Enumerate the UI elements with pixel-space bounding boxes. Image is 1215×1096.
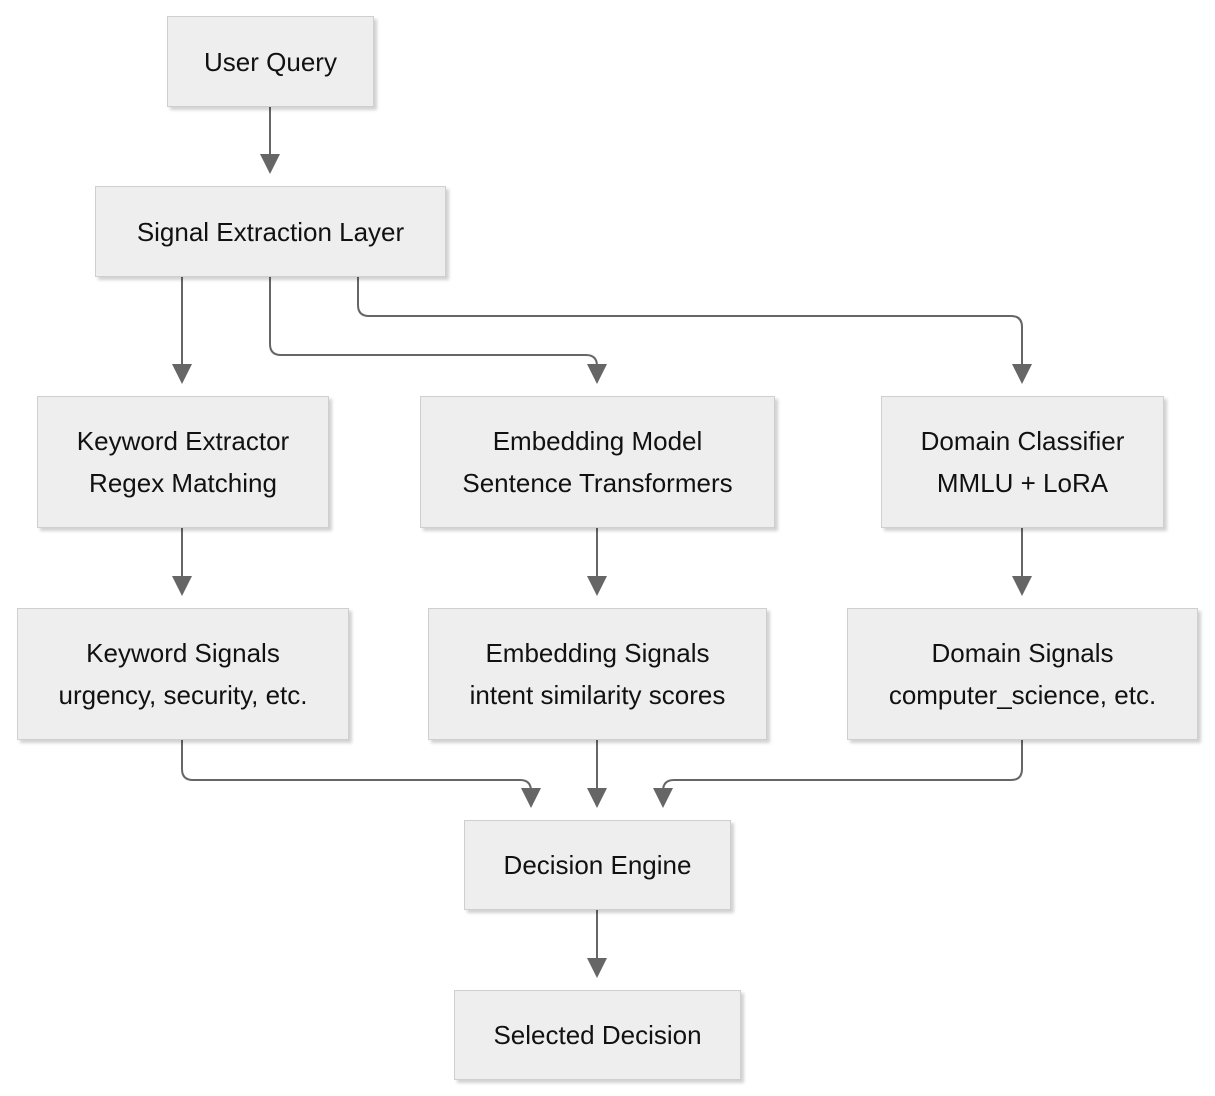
node-domain-classifier-title: Domain Classifier bbox=[920, 426, 1125, 456]
node-keyword-extractor-subtitle: Regex Matching bbox=[89, 468, 277, 498]
node-keyword-extractor: Keyword Extractor Regex Matching bbox=[37, 396, 329, 528]
node-domain-signals: Domain Signals computer_science, etc. bbox=[847, 608, 1198, 740]
node-embedding-model: Embedding Model Sentence Transformers bbox=[420, 396, 775, 528]
node-domain-classifier-subtitle: MMLU + LoRA bbox=[936, 468, 1109, 498]
node-user-query-label: User Query bbox=[204, 46, 337, 77]
edge-domain-signals-to-decision-engine bbox=[653, 740, 1023, 808]
node-keyword-signals-title: Keyword Signals bbox=[86, 638, 280, 668]
node-keyword-signals: Keyword Signals urgency, security, etc. bbox=[17, 608, 349, 740]
edge-signal-extraction-to-domain-classifier bbox=[357, 277, 1032, 384]
edge-keyword-signals-to-decision-engine bbox=[181, 740, 541, 808]
node-decision-engine: Decision Engine bbox=[464, 820, 731, 910]
node-selected-decision-label: Selected Decision bbox=[493, 1020, 702, 1050]
node-embedding-signals-subtitle: intent similarity scores bbox=[469, 680, 726, 710]
node-selected-decision: Selected Decision bbox=[454, 990, 741, 1080]
edge-signal-extraction-to-embedding-model bbox=[269, 277, 607, 384]
node-domain-classifier: Domain Classifier MMLU + LoRA bbox=[881, 396, 1164, 528]
node-domain-signals-title: Domain Signals bbox=[931, 638, 1114, 668]
node-embedding-model-title: Embedding Model bbox=[492, 426, 703, 456]
node-embedding-model-subtitle: Sentence Transformers bbox=[462, 468, 733, 498]
node-keyword-signals-subtitle: urgency, security, etc. bbox=[58, 680, 308, 710]
node-signal-extraction-layer: Signal Extraction Layer bbox=[95, 186, 446, 277]
node-domain-signals-subtitle: computer_science, etc. bbox=[888, 680, 1157, 710]
node-embedding-signals: Embedding Signals intent similarity scor… bbox=[428, 608, 767, 740]
node-signal-extraction-layer-label: Signal Extraction Layer bbox=[136, 216, 405, 247]
node-decision-engine-label: Decision Engine bbox=[503, 850, 692, 880]
node-embedding-signals-title: Embedding Signals bbox=[485, 638, 710, 668]
node-user-query: User Query bbox=[167, 16, 374, 107]
node-keyword-extractor-title: Keyword Extractor bbox=[76, 426, 290, 456]
